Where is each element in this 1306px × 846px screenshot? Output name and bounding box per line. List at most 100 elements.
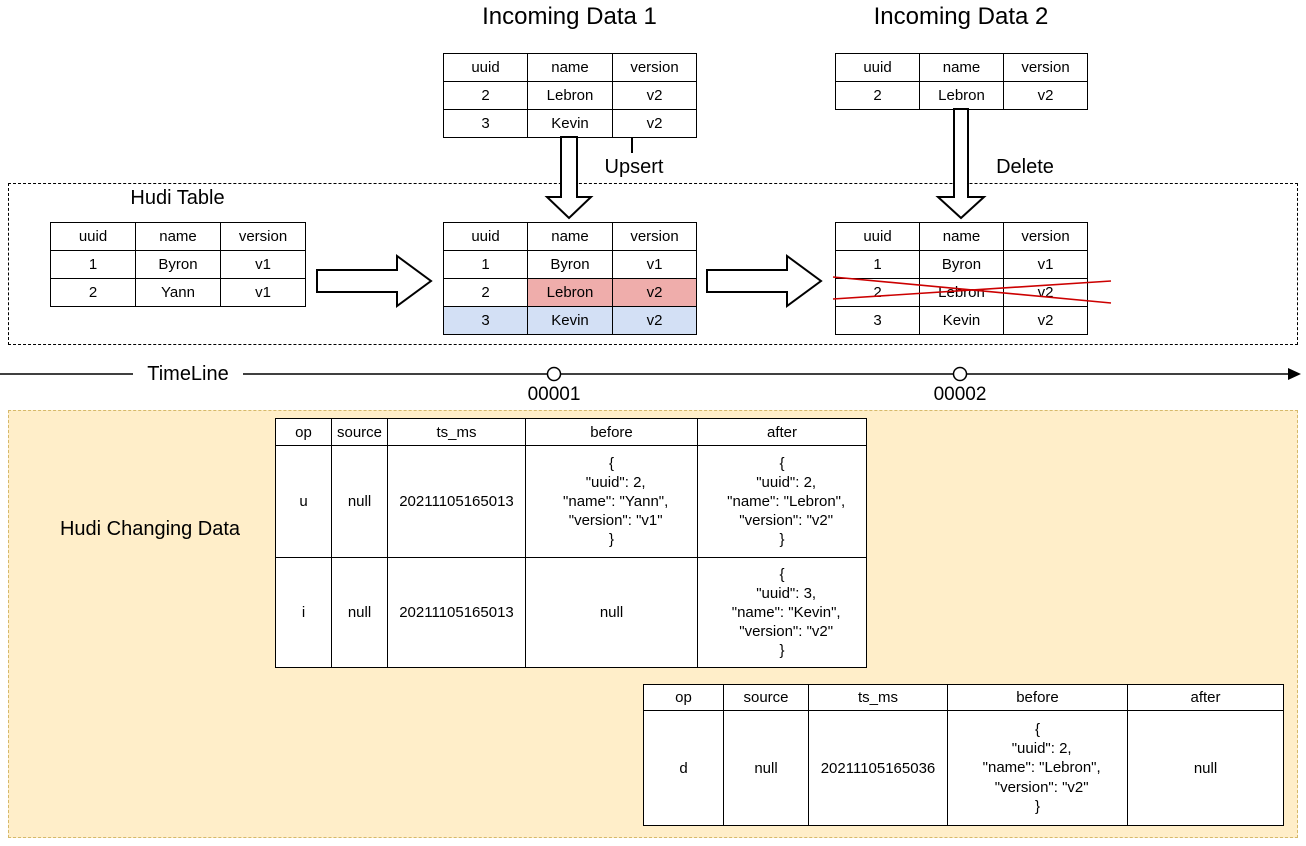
header-cell: op xyxy=(643,684,724,711)
header-cell: source xyxy=(723,684,809,711)
header-cell: uuid xyxy=(835,53,920,82)
header-cell: name xyxy=(919,222,1004,251)
commit-marker-icon xyxy=(952,366,968,382)
hudi-initial-table: uuid name version 1 Byron v1 2 Yann v1 xyxy=(50,222,306,307)
data-cell: 2 xyxy=(443,278,528,307)
data-cell: 20211105165013 xyxy=(387,557,526,668)
before-cell: null xyxy=(525,557,698,668)
header-cell: name xyxy=(527,222,613,251)
header-cell: uuid xyxy=(835,222,920,251)
data-cell: u xyxy=(275,445,332,558)
commit-marker-icon xyxy=(546,366,562,382)
table-row: uuid name version xyxy=(835,222,1088,251)
hudi-changing-data-title: Hudi Changing Data xyxy=(59,518,241,540)
incoming-data-2-title: Incoming Data 2 xyxy=(873,3,1049,30)
header-cell: uuid xyxy=(50,222,136,251)
table-row: u null 20211105165013 { "uuid": 2, "name… xyxy=(275,445,867,558)
data-cell: v2 xyxy=(1003,81,1088,110)
inserted-row: 3 Kevin v2 xyxy=(443,306,697,335)
inserted-cell: 3 xyxy=(443,306,528,335)
table-row: op source ts_ms before after xyxy=(643,684,1284,711)
table-row: 1 Byron v1 xyxy=(50,250,306,279)
table-row: uuid name version xyxy=(443,222,697,251)
header-cell: source xyxy=(331,418,388,446)
data-cell: v2 xyxy=(1003,306,1088,335)
header-cell: op xyxy=(275,418,332,446)
data-cell: d xyxy=(643,710,724,826)
table-row: d null 20211105165036 { "uuid": 2, "name… xyxy=(643,710,1284,826)
delete-arrow-icon xyxy=(935,108,987,220)
header-cell: after xyxy=(1127,684,1284,711)
hudi-after-upsert-table: uuid name version 1 Byron v1 2 Lebron v2… xyxy=(443,222,697,335)
right-arrow-icon xyxy=(706,254,823,308)
header-cell: name xyxy=(527,53,613,82)
table-row: 1 Byron v1 xyxy=(835,250,1088,279)
data-cell: v1 xyxy=(220,250,306,279)
table-row: 2 Yann v1 xyxy=(50,278,306,307)
header-cell: ts_ms xyxy=(808,684,948,711)
data-cell: v2 xyxy=(612,81,697,110)
timeline-label: TimeLine xyxy=(147,363,229,385)
data-cell: 1 xyxy=(50,250,136,279)
hudi-table-container-box xyxy=(8,183,1298,345)
timeline-arrowhead-icon xyxy=(1288,368,1301,380)
header-cell: uuid xyxy=(443,53,528,82)
incoming-data-2-table: uuid name version 2 Lebron v2 xyxy=(835,53,1088,110)
before-json-cell: { "uuid": 2, "name": "Lebron", "version"… xyxy=(947,710,1128,826)
data-cell: Lebron xyxy=(527,81,613,110)
data-cell: v1 xyxy=(1003,250,1088,279)
inserted-cell: Kevin xyxy=(527,306,613,335)
commit-00001-label: 00001 xyxy=(527,384,581,405)
table-row: 2 Lebron v2 xyxy=(835,81,1088,110)
data-cell: Byron xyxy=(919,250,1004,279)
header-cell: after xyxy=(697,418,867,446)
incoming-data-1-title: Incoming Data 1 xyxy=(482,3,657,30)
table-row: 1 Byron v1 xyxy=(443,250,697,279)
data-cell: null xyxy=(723,710,809,826)
header-cell: version xyxy=(612,222,697,251)
hudi-after-delete-table: uuid name version 1 Byron v1 2 Lebron v2… xyxy=(835,222,1088,335)
cdc-table-commit1: op source ts_ms before after u null 2021… xyxy=(275,418,867,668)
header-cell: before xyxy=(947,684,1128,711)
right-arrow-icon xyxy=(316,254,433,308)
updated-cell: Lebron xyxy=(527,278,613,307)
updated-row: 2 Lebron v2 xyxy=(443,278,697,307)
upsert-arrow-icon xyxy=(544,136,594,220)
inserted-cell: v2 xyxy=(612,306,697,335)
after-cell: null xyxy=(1127,710,1284,826)
table-row: uuid name version xyxy=(443,53,697,82)
data-cell: 2 xyxy=(50,278,136,307)
data-cell: Byron xyxy=(135,250,221,279)
data-cell: 20211105165013 xyxy=(387,445,526,558)
incoming-data-1-table: uuid name version 2 Lebron v2 3 Kevin v2 xyxy=(443,53,697,138)
data-cell: 20211105165036 xyxy=(808,710,948,826)
data-cell: null xyxy=(331,445,388,558)
data-cell: i xyxy=(275,557,332,668)
table-row: 2 Lebron v2 xyxy=(443,81,697,110)
upsert-label-connector xyxy=(631,137,633,153)
delete-cross-icon xyxy=(832,276,1112,304)
table-row: uuid name version xyxy=(835,53,1088,82)
delete-label: Delete xyxy=(996,156,1054,178)
header-cell: uuid xyxy=(443,222,528,251)
data-cell: 2 xyxy=(835,278,920,307)
data-cell: 2 xyxy=(443,81,528,110)
data-cell: Kevin xyxy=(919,306,1004,335)
header-cell: version xyxy=(220,222,306,251)
before-json-cell: { "uuid": 2, "name": "Yann", "version": … xyxy=(525,445,698,558)
header-cell: before xyxy=(525,418,698,446)
after-json-cell: { "uuid": 3, "name": "Kevin", "version":… xyxy=(697,557,867,668)
header-cell: version xyxy=(612,53,697,82)
data-cell: v1 xyxy=(612,250,697,279)
timeline-axis xyxy=(0,366,1301,382)
header-cell: name xyxy=(135,222,221,251)
header-cell: ts_ms xyxy=(387,418,526,446)
data-cell: null xyxy=(331,557,388,668)
table-row: op source ts_ms before after xyxy=(275,418,867,446)
commit-00002-label: 00002 xyxy=(933,384,987,405)
data-cell: 3 xyxy=(443,109,528,138)
data-cell: 3 xyxy=(835,306,920,335)
after-json-cell: { "uuid": 2, "name": "Lebron", "version"… xyxy=(697,445,867,558)
data-cell: v2 xyxy=(612,109,697,138)
